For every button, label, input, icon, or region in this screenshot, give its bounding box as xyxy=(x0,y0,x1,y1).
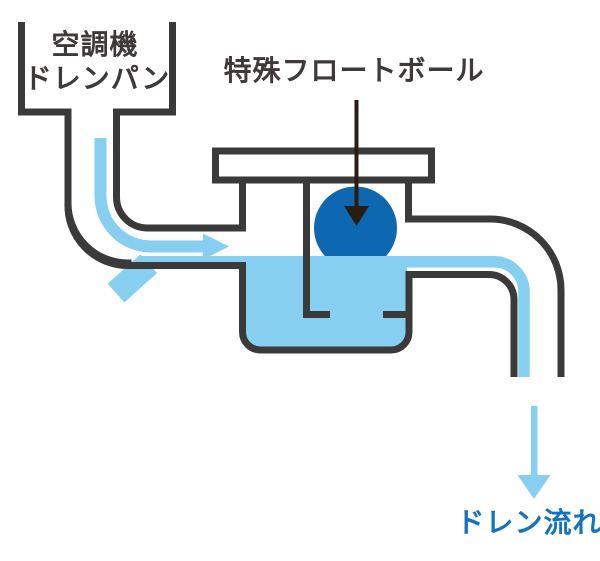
drain-flow-arrow-shaft xyxy=(531,406,538,477)
drain-pan-label-line2: ドレンパン xyxy=(24,63,170,94)
outlet-water-stream xyxy=(444,256,530,377)
standpipe xyxy=(303,180,330,318)
float-ball xyxy=(314,186,397,270)
outlet-upper-wall xyxy=(405,180,565,377)
trap-body-outline xyxy=(239,262,518,377)
drain-flow-label: ドレン流れ xyxy=(456,507,600,538)
inlet-flow-arrow-shaft xyxy=(94,138,204,253)
water-surface-band xyxy=(140,256,462,268)
drain-pan-label-line1: 空調機 xyxy=(51,28,138,60)
trap-lid xyxy=(212,147,435,184)
inlet-flow-arrow-head xyxy=(203,233,229,260)
pan-right-and-inlet-upper-wall xyxy=(113,22,246,232)
pointer-arrow-head xyxy=(344,206,369,226)
drain-flow-arrow-head xyxy=(517,475,551,499)
trap-water-fill xyxy=(244,256,407,348)
pan-left-and-inlet-lower-wall xyxy=(18,22,239,270)
float-ball-label: 特殊フロートボール xyxy=(223,55,484,86)
